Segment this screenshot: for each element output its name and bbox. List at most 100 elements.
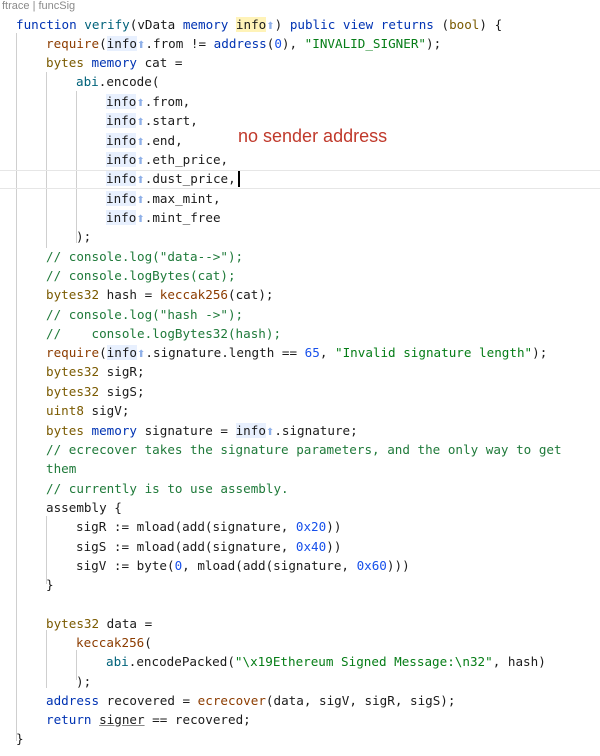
- code-line[interactable]: info⬆.from,: [106, 92, 190, 111]
- code-line[interactable]: assembly {: [46, 498, 122, 517]
- code-line[interactable]: keccak256(: [76, 633, 152, 652]
- code-line[interactable]: abi.encodePacked("\x19Ethereum Signed Me…: [106, 652, 546, 671]
- code-token: }: [16, 730, 24, 746]
- code-token: return: [46, 711, 100, 727]
- code-token: bytes32: [46, 286, 107, 302]
- code-line[interactable]: bytes memory cat =: [46, 53, 183, 72]
- code-token: require: [46, 35, 100, 51]
- code-token: 0x60: [356, 557, 387, 573]
- annotation-note: no sender address: [238, 126, 388, 146]
- text-caret: [238, 171, 240, 187]
- code-line[interactable]: bytes32 data =: [46, 614, 152, 633]
- parameter-arrow-icon: ⬆: [136, 213, 145, 225]
- code-token: ) {: [479, 16, 503, 32]
- code-line[interactable]: sigS := mload(add(signature, 0x40)): [76, 537, 341, 556]
- code-token: info: [106, 209, 137, 225]
- code-token: bool: [449, 16, 480, 32]
- code-line[interactable]: bytes memory signature = info⬆.signature…: [46, 421, 358, 440]
- code-line[interactable]: info⬆.dust_price,: [106, 169, 236, 188]
- code-line[interactable]: bytes32 hash = keccak256(cat);: [46, 285, 274, 304]
- code-token: info: [106, 132, 137, 148]
- code-token: memory: [91, 422, 145, 438]
- code-token: keccak256: [159, 286, 228, 302]
- code-line[interactable]: // currently is to use assembly.: [46, 479, 289, 498]
- code-token: them: [46, 460, 77, 476]
- code-token: info: [106, 35, 138, 51]
- code-token: signer: [99, 711, 145, 727]
- code-line[interactable]: sigV := byte(0, mload(add(signature, 0x6…: [76, 556, 410, 575]
- code-token: recovered =: [106, 692, 198, 708]
- code-token: bytes32: [46, 615, 107, 631]
- code-token: "INVALID_SIGNER": [304, 35, 426, 51]
- code-line[interactable]: // console.logBytes32(hash);: [46, 324, 281, 343]
- code-token: , mload(add(signature,: [182, 557, 357, 573]
- parameter-arrow-icon: ⬆: [136, 174, 145, 186]
- code-token: // currently is to use assembly.: [46, 480, 289, 496]
- code-line[interactable]: require(info⬆.signature.length == 65, "I…: [46, 343, 547, 362]
- code-line[interactable]: );: [76, 227, 91, 246]
- code-token: // console.log("data-->");: [46, 248, 244, 264]
- code-token: require: [46, 344, 100, 360]
- code-line[interactable]: // console.log("data-->");: [46, 247, 243, 266]
- code-line[interactable]: info⬆.eth_price,: [106, 150, 228, 169]
- code-line[interactable]: info⬆.end,: [106, 131, 183, 150]
- code-token: .encode(: [98, 73, 160, 89]
- code-token: info: [106, 151, 137, 167]
- code-token: (vData: [129, 16, 183, 32]
- code-token: // console.logBytes32(hash);: [46, 325, 282, 341]
- code-line[interactable]: them: [46, 459, 76, 478]
- current-line-highlight: [0, 170, 600, 189]
- code-line[interactable]: bytes32 sigR;: [46, 362, 145, 381]
- code-line[interactable]: info⬆.max_mint,: [106, 189, 221, 208]
- code-token: 0x20: [295, 518, 327, 534]
- code-token: info: [235, 422, 266, 438]
- code-line[interactable]: uint8 sigV;: [46, 401, 129, 420]
- code-token: bytes: [46, 422, 92, 438]
- code-line[interactable]: bytes32 sigS;: [46, 382, 145, 401]
- code-line[interactable]: sigR := mload(add(signature, 0x20)): [76, 517, 341, 536]
- code-token: assembly {: [46, 499, 122, 515]
- parameter-arrow-icon: ⬆: [137, 39, 146, 51]
- parameter-arrow-icon: ⬆: [136, 116, 145, 128]
- code-token: info: [106, 170, 137, 186]
- code-token: sigV := byte(: [76, 557, 175, 573]
- code-token: // console.logBytes(cat);: [46, 267, 236, 283]
- code-line[interactable]: require(info⬆.from != address(0), "INVAL…: [46, 34, 441, 53]
- code-token: == recovered;: [144, 711, 251, 727]
- parameter-arrow-icon: ⬆: [136, 97, 145, 109]
- code-line[interactable]: // console.log("hash ->");: [46, 305, 243, 324]
- code-line[interactable]: }: [16, 729, 24, 748]
- code-token: function: [16, 16, 85, 32]
- code-token: (: [441, 16, 450, 32]
- code-line[interactable]: // console.logBytes(cat);: [46, 266, 236, 285]
- code-token: sigR;: [106, 363, 145, 379]
- code-token: public view returns: [289, 16, 442, 32]
- code-token: .signature.length ==: [145, 344, 305, 360]
- code-line[interactable]: info⬆.mint_free: [106, 208, 221, 227]
- code-token: memory: [182, 16, 236, 32]
- code-line[interactable]: info⬆.start,: [106, 111, 198, 130]
- code-line[interactable]: );: [76, 672, 91, 691]
- code-line[interactable]: }: [46, 575, 54, 594]
- code-token: address: [213, 35, 267, 51]
- code-token: data =: [106, 615, 153, 631]
- code-line[interactable]: return signer == recovered;: [46, 710, 251, 729]
- code-token: sigS := mload(add(signature,: [76, 538, 296, 554]
- code-token: bytes: [46, 54, 92, 70]
- code-token: );: [532, 344, 548, 360]
- code-lens-links[interactable]: ftrace | funcSig: [2, 0, 76, 12]
- code-token: uint8: [46, 402, 92, 418]
- code-line[interactable]: function verify(vData memory info⬆) publ…: [16, 15, 502, 34]
- code-token: .eth_price,: [144, 151, 229, 167]
- code-line[interactable]: abi.encode(: [76, 72, 159, 91]
- code-token: (: [266, 35, 275, 51]
- code-token: 0x40: [295, 538, 327, 554]
- code-token: bytes32: [46, 383, 107, 399]
- code-token: "\x19Ethereum Signed Message:\n32": [234, 653, 493, 669]
- code-token: , hash): [492, 653, 546, 669]
- code-token: hash =: [106, 286, 160, 302]
- code-line[interactable]: address recovered = ecrecover(data, sigV…: [46, 691, 455, 710]
- indent-guide: [16, 33, 17, 741]
- code-line[interactable]: // ecrecover takes the signature paramet…: [46, 440, 562, 459]
